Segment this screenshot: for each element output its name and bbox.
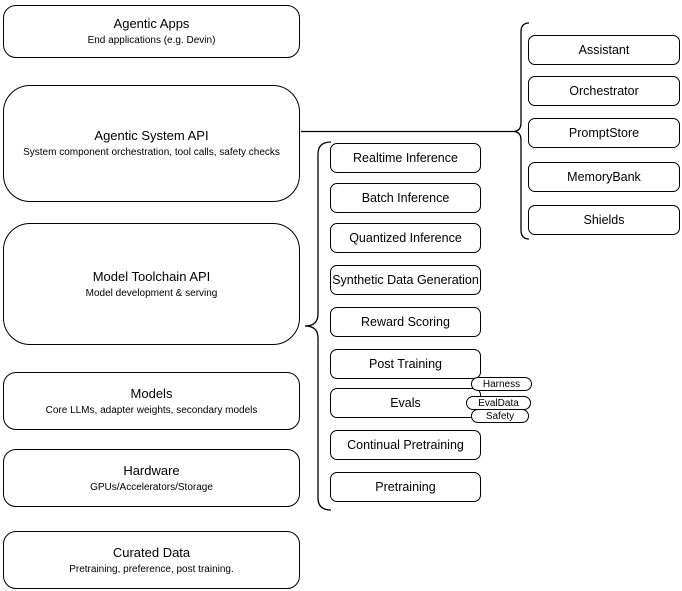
- node-pretraining: Pretraining: [330, 472, 481, 502]
- node-synthetic-data-generation: Synthetic Data Generation: [330, 265, 481, 295]
- node-continual-pretraining: Continual Pretraining: [330, 430, 481, 460]
- layer-title: Curated Data: [112, 544, 191, 560]
- node-assistant: Assistant: [528, 35, 680, 65]
- layer-title: Models: [130, 385, 173, 401]
- layer-subtitle: Core LLMs, adapter weights, secondary mo…: [45, 404, 258, 416]
- layer-subtitle: End applications (e.g. Devin): [87, 35, 216, 46]
- tag-harness: Harness: [471, 377, 532, 391]
- layer-model-toolchain-api: Model Toolchain API Model development & …: [3, 223, 300, 345]
- toolchain-brace: [304, 141, 332, 511]
- node-evals: Evals: [330, 388, 481, 418]
- layer-models: Models Core LLMs, adapter weights, secon…: [3, 372, 300, 430]
- node-realtime-inference: Realtime Inference: [330, 143, 481, 173]
- node-shields: Shields: [528, 205, 680, 235]
- node-batch-inference: Batch Inference: [330, 183, 481, 213]
- node-promptstore: PromptStore: [528, 118, 680, 148]
- layer-title: Agentic System API: [94, 128, 209, 143]
- layer-subtitle: GPUs/Accelerators/Storage: [90, 481, 213, 493]
- layer-curated-data: Curated Data Pretraining, preference, po…: [3, 531, 300, 589]
- layer-subtitle: Model development & serving: [85, 287, 218, 299]
- tag-safety: Safety: [471, 409, 529, 423]
- node-memorybank: MemoryBank: [528, 162, 680, 192]
- layer-hardware: Hardware GPUs/Accelerators/Storage: [3, 449, 300, 507]
- node-orchestrator: Orchestrator: [528, 76, 680, 106]
- node-post-training: Post Training: [330, 349, 481, 379]
- layer-subtitle: System component orchestration, tool cal…: [23, 147, 280, 158]
- layer-agentic-apps: Agentic Apps End applications (e.g. Devi…: [3, 5, 300, 58]
- node-quantized-inference: Quantized Inference: [330, 223, 481, 253]
- layer-agentic-system-api: Agentic System API System component orch…: [3, 85, 300, 202]
- layer-title: Agentic Apps: [113, 16, 190, 31]
- layer-title: Model Toolchain API: [92, 268, 211, 284]
- system-brace: [512, 22, 530, 240]
- layer-title: Hardware: [123, 462, 180, 478]
- layer-subtitle: Pretraining, preference, post training.: [69, 563, 234, 575]
- node-reward-scoring: Reward Scoring: [330, 307, 481, 337]
- tag-evaldata: EvalData: [466, 396, 531, 410]
